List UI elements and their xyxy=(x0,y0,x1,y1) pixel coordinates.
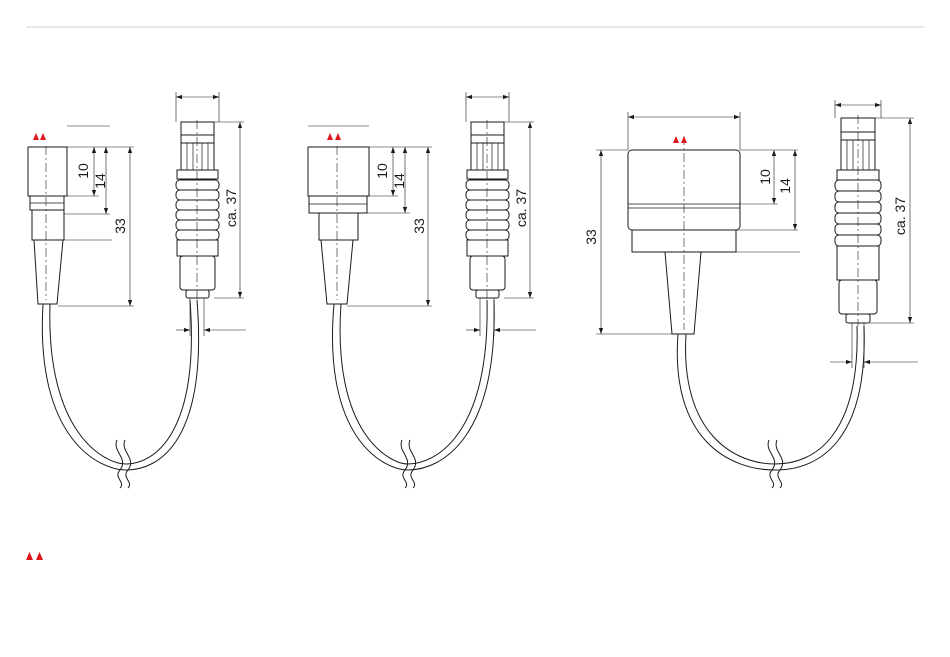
connector-3 xyxy=(835,115,881,326)
cable-1 xyxy=(42,300,198,470)
sensor-head-1 xyxy=(28,133,67,304)
connector-2 xyxy=(466,120,509,300)
dim-label-14-fig3: 14 xyxy=(777,178,793,194)
legend-marker xyxy=(26,552,43,560)
dim-label-10-fig3: 10 xyxy=(757,169,773,185)
dimensions-2: 10 14 33 ca. 37 xyxy=(308,92,536,336)
cable-2 xyxy=(332,300,494,470)
cable-3 xyxy=(677,326,864,470)
dim-label-33-fig3: 33 xyxy=(583,229,599,245)
sensor-head-2 xyxy=(308,133,369,304)
red-double-triangle-icon xyxy=(673,136,687,143)
dim-label-33-fig1: 33 xyxy=(112,218,128,234)
dim-label-37-fig3: ca. 37 xyxy=(892,197,908,235)
dim-label-14-fig2: 14 xyxy=(391,173,407,189)
sensor-head-3 xyxy=(628,136,740,334)
dim-label-33-fig2: 33 xyxy=(411,218,427,234)
figure-3: 33 10 14 ca. 37 xyxy=(583,100,918,488)
connector-1 xyxy=(176,120,219,300)
dim-label-10-fig2: 10 xyxy=(374,163,390,179)
red-double-triangle-icon xyxy=(33,133,46,140)
dimensions-1: 10 14 33 ca. 37 xyxy=(58,92,246,336)
dim-label-37-fig2: ca. 37 xyxy=(513,189,529,227)
figure-2: 10 14 33 ca. 37 xyxy=(308,92,536,488)
figure-1: 10 14 33 ca. 37 xyxy=(28,92,246,488)
red-double-triangle-icon xyxy=(26,552,43,560)
red-double-triangle-icon xyxy=(327,133,341,140)
dim-label-14-fig1: 14 xyxy=(92,173,108,189)
dim-label-37-fig1: ca. 37 xyxy=(223,189,239,227)
dim-label-10-fig1: 10 xyxy=(75,163,91,179)
